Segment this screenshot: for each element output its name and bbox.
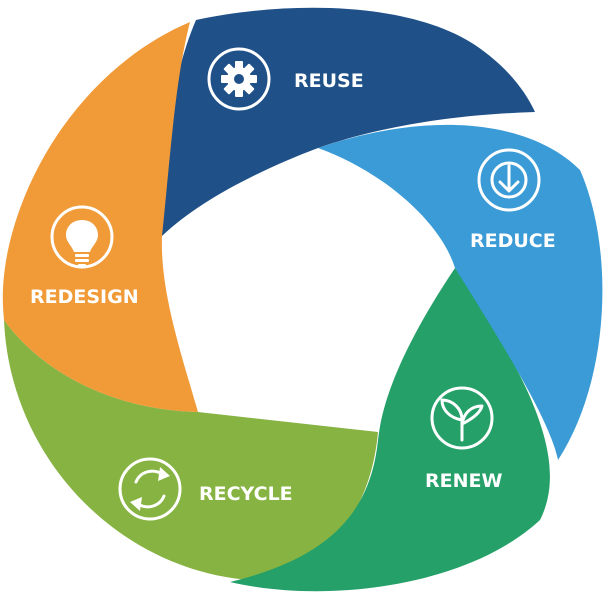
reuse-group: REUSE: [207, 47, 364, 111]
recycle-group: RECYCLE: [118, 457, 293, 521]
label-redesign: REDESIGN: [30, 286, 139, 308]
segment-redesign: [2, 22, 198, 412]
gear-icon: [221, 61, 257, 97]
recycle-icon: [130, 467, 170, 511]
down-arrow-icon: [490, 161, 528, 199]
reduce-group: REDUCE: [470, 148, 556, 252]
label-reduce: REDUCE: [470, 230, 556, 252]
redesign-group: REDESIGN: [30, 205, 139, 308]
segment-reduce: [318, 124, 603, 460]
segment-reuse: [161, 7, 536, 237]
label-recycle: RECYCLE: [199, 483, 293, 505]
label-renew: RENEW: [425, 470, 502, 492]
segment-renew: [230, 268, 550, 592]
lightbulb-icon: [66, 220, 98, 267]
sprout-icon: [440, 398, 484, 442]
segment-recycle: [4, 320, 378, 580]
label-reuse: REUSE: [294, 70, 364, 92]
renew-group: RENEW: [425, 386, 502, 492]
